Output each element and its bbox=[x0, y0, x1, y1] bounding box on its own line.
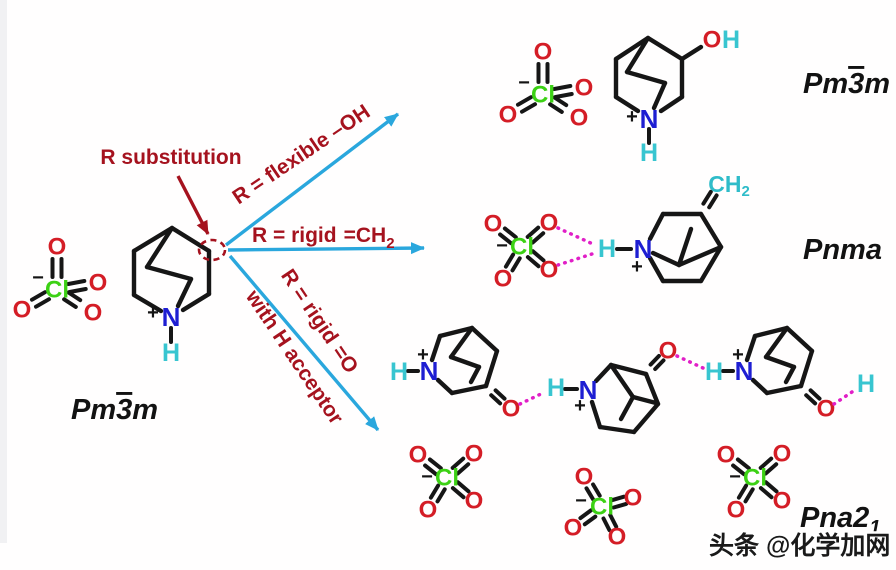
hydrogen-atom: H bbox=[598, 235, 616, 263]
arrow-rigid-ch2-label: R = rigid=CH2 bbox=[252, 224, 395, 252]
cage-bonds bbox=[131, 225, 212, 344]
hydroxyl-hydrogen-atom: H bbox=[722, 26, 740, 54]
plus-charge: + bbox=[631, 256, 643, 278]
cage-bonds bbox=[615, 189, 724, 284]
nitrogen-atom: N bbox=[640, 104, 659, 134]
methylene-group-label: CH2 bbox=[708, 171, 750, 200]
space-group-pna21: Pna21 bbox=[800, 502, 880, 539]
plus-charge: + bbox=[147, 302, 159, 324]
watermark: 头条 @化学加网 bbox=[709, 531, 890, 560]
hydrogen-atom: H bbox=[162, 339, 180, 367]
plus-charge: + bbox=[626, 106, 638, 128]
chain-end-hydrogen-atom: H bbox=[857, 370, 875, 398]
arrow-rigid-ch2 bbox=[227, 242, 425, 255]
r-substitution-arrow bbox=[176, 175, 210, 235]
quinuclidinone-cation-middle: N + H O bbox=[547, 338, 678, 435]
hydroxyl-oxygen-atom: O bbox=[703, 27, 722, 54]
methylenequinuclidinium-cation: N + H CH2 bbox=[598, 171, 750, 284]
cage-bonds bbox=[613, 35, 704, 145]
carbonyl-oxygen-atom: O bbox=[659, 338, 678, 365]
hydrogen-bond bbox=[675, 354, 705, 370]
quinuclidinium-cation: N + H bbox=[131, 225, 227, 367]
r-substitution-label: R substitution bbox=[100, 146, 241, 169]
arrow-rigid-o bbox=[228, 254, 380, 432]
cage-bonds bbox=[563, 354, 666, 435]
nitrogen-atom: N bbox=[634, 234, 653, 264]
nitrogen-atom: N bbox=[162, 302, 181, 332]
hydrogen-bond bbox=[556, 251, 597, 267]
hydrogen-bond bbox=[556, 226, 597, 247]
hydrogen-atom: H bbox=[547, 374, 565, 402]
hydrogen-bond bbox=[832, 388, 857, 406]
hydrogen-atom: H bbox=[640, 139, 658, 167]
space-group-pm3m-right: Pm3m bbox=[803, 68, 890, 100]
plus-charge: + bbox=[574, 395, 586, 417]
arrow-flexible-oh bbox=[224, 112, 400, 247]
nitrogen-atom: N bbox=[579, 375, 598, 405]
r-site-circle bbox=[197, 238, 227, 262]
hydrogen-bond bbox=[518, 390, 547, 406]
hydroxyquinuclidinium-cation: N + H O H bbox=[613, 26, 740, 167]
scan-edge-strip bbox=[0, 0, 7, 543]
space-group-pm3m-left: Pm3m bbox=[71, 394, 158, 426]
space-group-pnma: Pnma bbox=[803, 234, 882, 266]
